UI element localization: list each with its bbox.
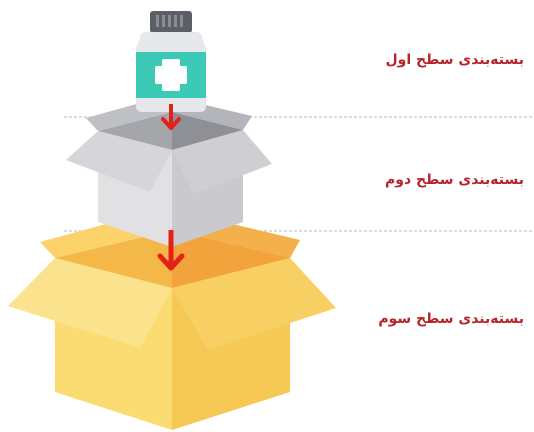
level-3-label: بسته‌بندی سطح سوم	[378, 311, 524, 327]
level-1-label: بسته‌بندی سطح اول	[385, 52, 525, 68]
level-2-label: بسته‌بندی سطح دوم	[385, 172, 524, 188]
arrow-down-icon	[161, 104, 181, 130]
medicine-bottle-icon	[136, 11, 206, 112]
arrow-down-icon	[157, 230, 185, 271]
yellow-cardboard-box-icon	[8, 212, 336, 430]
